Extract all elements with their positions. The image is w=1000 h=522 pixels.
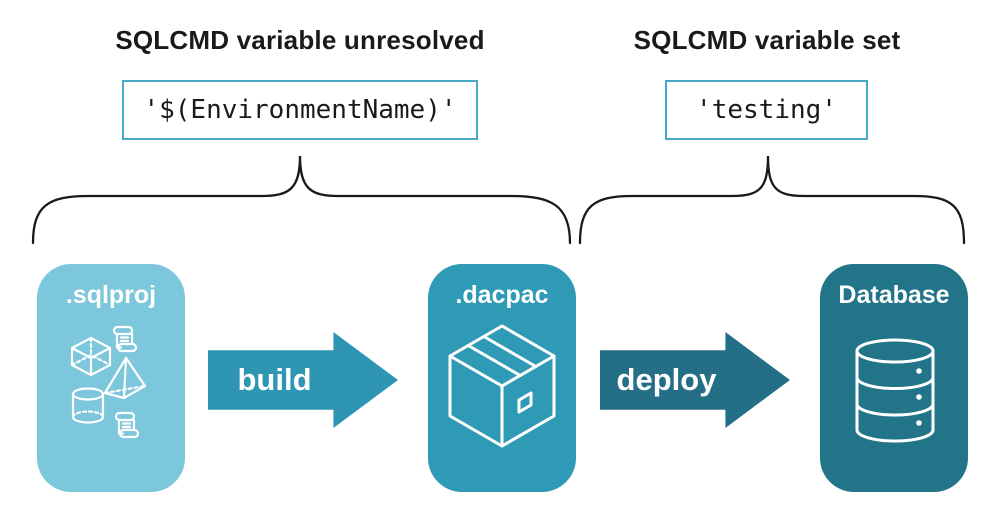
- code-box-set: 'testing': [665, 80, 868, 140]
- dacpac-label: .dacpac: [455, 281, 549, 309]
- right-brace: [578, 155, 966, 245]
- database-label: Database: [838, 281, 950, 309]
- heading-sqlcmd-set: SQLCMD variable set: [633, 25, 901, 55]
- package-label-icon: [517, 391, 533, 414]
- sqlproj-node: .sqlproj: [37, 264, 185, 492]
- right-brace-path: [578, 155, 966, 245]
- script-scroll-icon: [112, 325, 138, 353]
- heading-sqlcmd-unresolved: SQLCMD variable unresolved: [115, 25, 485, 55]
- cylinder-icon: [71, 387, 105, 424]
- sqlproj-label: .sqlproj: [65, 281, 157, 309]
- sql-objects-icon: [70, 325, 147, 439]
- left-brace-path: [31, 155, 572, 245]
- build-arrow-label: build: [237, 362, 312, 397]
- package-box-icon: [448, 324, 556, 448]
- cube-icon: [70, 336, 112, 377]
- code-value-set: 'testing': [696, 95, 837, 125]
- build-arrow: build: [208, 332, 398, 428]
- code-value-unresolved: '$(EnvironmentName)': [143, 95, 457, 125]
- code-box-unresolved: '$(EnvironmentName)': [122, 80, 478, 140]
- deploy-arrow-label: deploy: [616, 362, 717, 397]
- script-scroll-icon: [114, 411, 140, 439]
- dacpac-node: .dacpac: [428, 264, 576, 492]
- pyramid-icon: [103, 356, 147, 400]
- deploy-arrow: deploy: [600, 332, 790, 428]
- database-node: Database: [820, 264, 968, 492]
- left-brace: [31, 155, 572, 245]
- database-cylinder-icon: [855, 338, 935, 443]
